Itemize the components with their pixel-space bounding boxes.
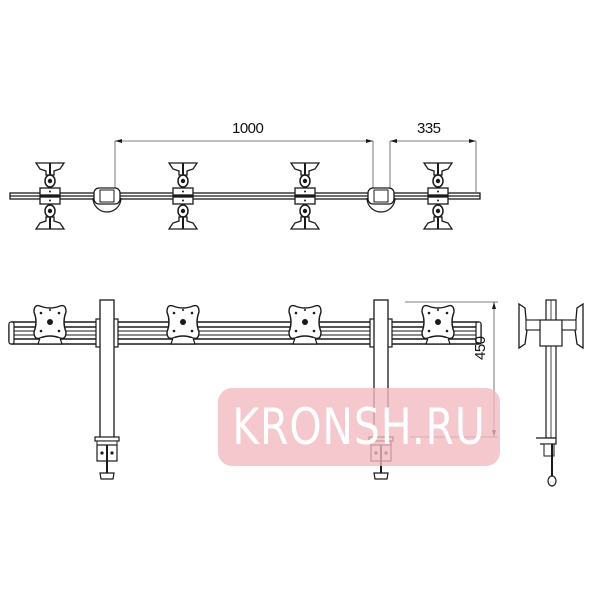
watermark-text: KRONSH.RU [232, 398, 486, 456]
dimension-335 [389, 140, 477, 192]
watermark-badge [218, 388, 500, 466]
vesa-plate-4 [421, 304, 455, 345]
horizontal-rail [8, 321, 482, 345]
pole-left [94, 299, 120, 480]
vesa-plate-3 [288, 304, 322, 345]
dimension-1000 [114, 140, 374, 188]
vesa-plate-2 [166, 304, 200, 345]
dimension-label-335: 335 [417, 120, 441, 137]
dimension-label-450: 450 [472, 336, 489, 360]
pole-ring-left [92, 187, 122, 213]
vesa-plate-1 [33, 304, 67, 345]
dimension-label-1000: 1000 [232, 120, 264, 137]
front-view [8, 299, 498, 480]
side-view [518, 299, 584, 487]
pole-ring-right [366, 187, 396, 213]
top-view [9, 139, 481, 230]
